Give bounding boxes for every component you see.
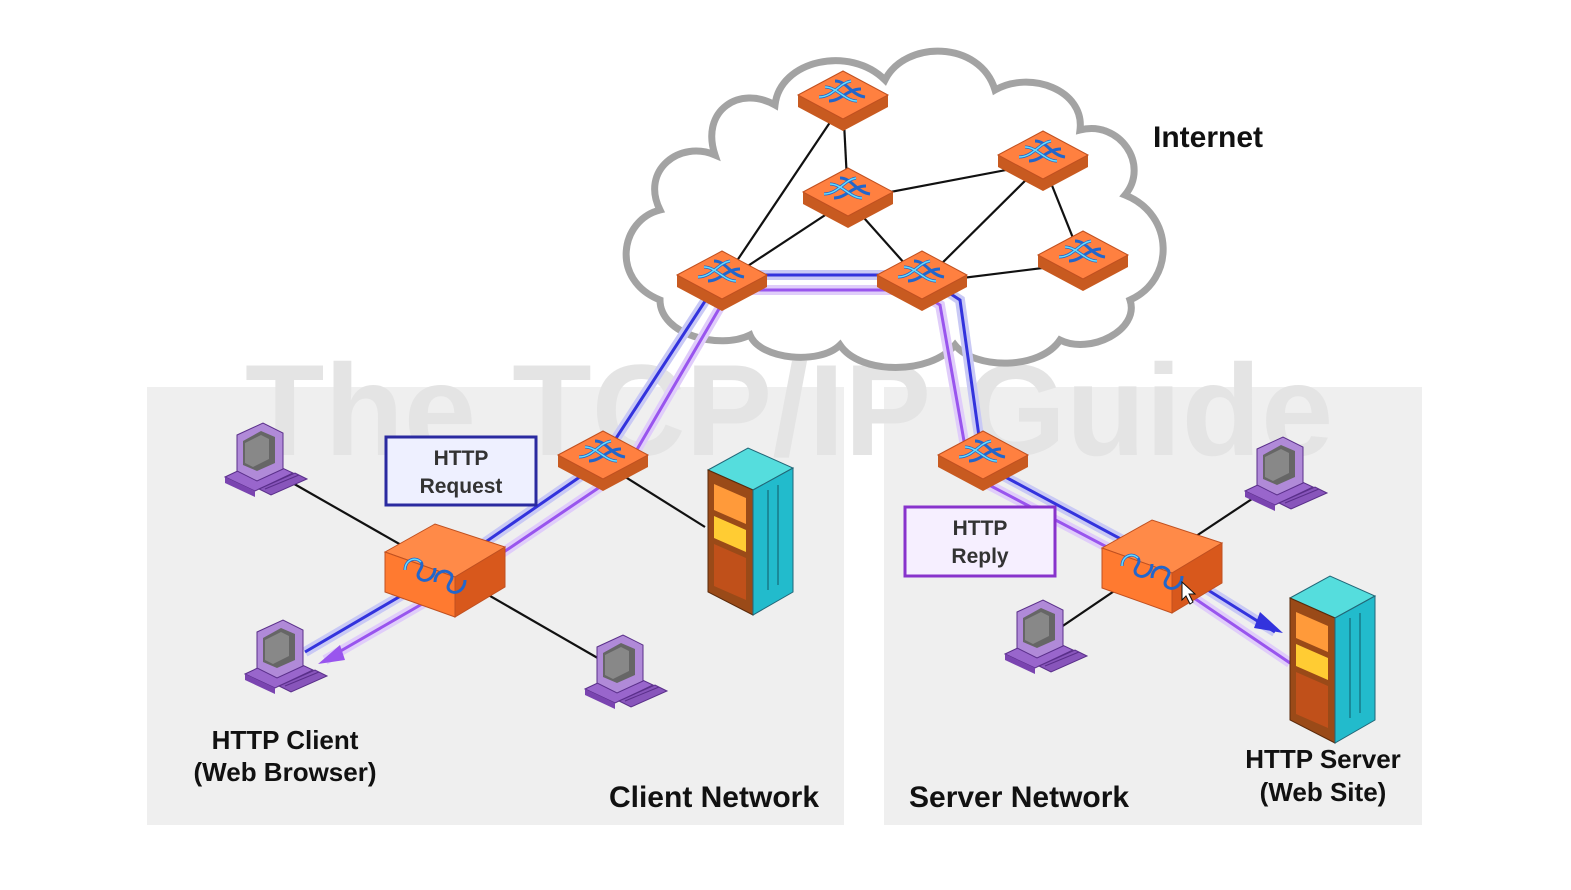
reply-arrowhead (318, 645, 345, 664)
client-network-label: Client Network (609, 781, 819, 814)
http-client-label-line2: (Web Browser) (194, 757, 377, 787)
http-server-label-line2: (Web Site) (1260, 777, 1387, 807)
server-network-label: Server Network (909, 781, 1129, 814)
http-client-label-line1: HTTP Client (212, 725, 359, 755)
http-reply-box (903, 505, 1057, 578)
server-icon (707, 447, 794, 616)
http-server-icon (1289, 575, 1376, 744)
request-arrowhead (1254, 612, 1283, 633)
cursor-icon (1181, 580, 1197, 605)
http-reply-label-line2: Reply (951, 545, 1009, 568)
http-request-label-line1: HTTP (434, 447, 489, 470)
http-request-box (384, 435, 538, 507)
internet-label: Internet (1153, 121, 1263, 154)
http-request-label-line2: Request (420, 475, 503, 498)
http-server-label-line1: HTTP Server (1245, 744, 1401, 774)
http-reply-label-line1: HTTP (953, 517, 1008, 540)
